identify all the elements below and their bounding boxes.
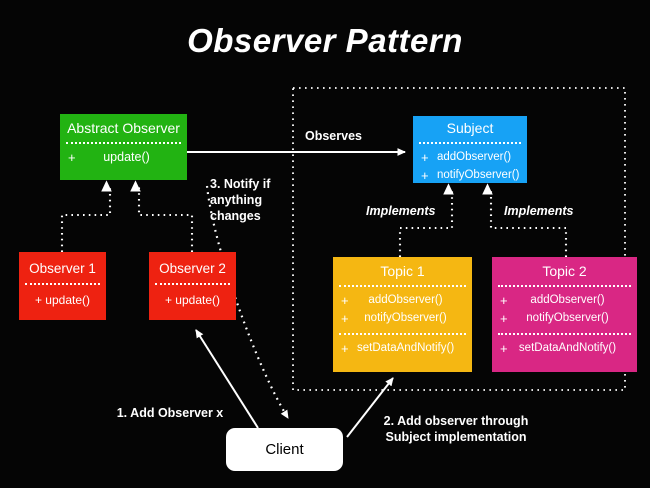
class-box-observer-2[interactable]: Observer 2 + update(): [149, 252, 236, 320]
method-compartment: + addObserver() + notifyObserver(): [413, 144, 527, 190]
observer1-generalization: [60, 186, 110, 252]
class-box-topic-2[interactable]: Topic 2 + addObserver() + notifyObserver…: [492, 257, 637, 372]
page-title: Observer Pattern: [187, 22, 463, 59]
visibility-marker: +: [68, 150, 76, 166]
divider: [498, 333, 631, 336]
method-name: addObserver(): [437, 151, 512, 164]
method-name: + update(): [34, 292, 91, 307]
label-observes: Observes: [305, 129, 362, 143]
class-name-subject: Subject: [446, 120, 494, 136]
visibility-marker: +: [500, 341, 508, 357]
divider: [498, 285, 631, 288]
label-implements-topic-1: Implements: [366, 204, 436, 218]
divider: [339, 285, 466, 288]
method-compartment-2: + setDataAndNotify(): [333, 335, 472, 364]
topic2-implements-line: [491, 189, 568, 257]
class-box-abstract-observer[interactable]: Abstract Observer + update(): [60, 114, 187, 180]
visibility-marker: +: [500, 293, 508, 309]
topic1-implements-line: [398, 189, 452, 257]
class-name-observer-1: Observer 1: [29, 261, 96, 276]
method-compartment: + update(): [60, 144, 187, 173]
method-compartment: + addObserver() + notifyObserver(): [492, 287, 637, 333]
method-compartment: + addObserver() + notifyObserver(): [333, 287, 472, 333]
divider: [66, 142, 181, 145]
method-name: addObserver(): [368, 294, 443, 307]
method-name: + update(): [164, 292, 221, 307]
visibility-marker: +: [341, 293, 349, 309]
method-name: addObserver(): [530, 294, 605, 307]
method-row: + addObserver(): [413, 149, 527, 167]
client-label: Client: [265, 441, 304, 458]
class-box-observer-1[interactable]: Observer 1 + update(): [19, 252, 106, 320]
method-row: + setDataAndNotify(): [333, 340, 472, 358]
method-row: + notifyObserver(): [413, 167, 527, 185]
visibility-marker: +: [341, 341, 349, 357]
method-name: setDataAndNotify(): [518, 342, 617, 355]
method-row: + addObserver(): [492, 292, 637, 310]
method-name: notifyObserver(): [526, 311, 609, 324]
note-add-observer-x: 1. Add Observer x: [116, 406, 224, 420]
note-notify-if-anything-changes: 3. Notify if anything changes: [210, 177, 271, 223]
client-box[interactable]: Client: [226, 428, 343, 471]
class-name-observer-2: Observer 2: [159, 261, 226, 276]
class-name-topic-2: Topic 2: [542, 263, 587, 279]
note-add-observer-through-subject: 2. Add observer through Subject implemen…: [383, 414, 529, 444]
class-name-abstract-observer: Abstract Observer: [67, 120, 180, 136]
visibility-marker: +: [500, 310, 508, 326]
label-implements-topic-2: Implements: [504, 204, 574, 218]
class-box-subject[interactable]: Subject + addObserver() + notifyObserver…: [413, 116, 527, 183]
visibility-marker: +: [421, 167, 429, 183]
method-name: notifyObserver(): [437, 168, 520, 181]
divider: [155, 282, 230, 285]
method-row: + update(): [60, 149, 187, 167]
method-compartment-2: + setDataAndNotify(): [492, 335, 637, 364]
visibility-marker: +: [421, 150, 429, 166]
method-row: + setDataAndNotify(): [492, 340, 637, 358]
class-box-topic-1[interactable]: Topic 1 + addObserver() + notifyObserver…: [333, 257, 472, 372]
method-row: + notifyObserver(): [333, 310, 472, 328]
observer2-generalization: [139, 186, 194, 252]
method-row: + notifyObserver(): [492, 310, 637, 328]
divider: [339, 333, 466, 336]
method-row: + addObserver(): [333, 292, 472, 310]
method-name: setDataAndNotify(): [357, 342, 455, 355]
method-name: notifyObserver(): [364, 311, 447, 324]
divider: [25, 282, 100, 285]
class-name-topic-1: Topic 1: [380, 263, 425, 279]
visibility-marker: +: [341, 310, 349, 326]
divider: [419, 142, 521, 145]
method-name: update(): [103, 150, 150, 165]
